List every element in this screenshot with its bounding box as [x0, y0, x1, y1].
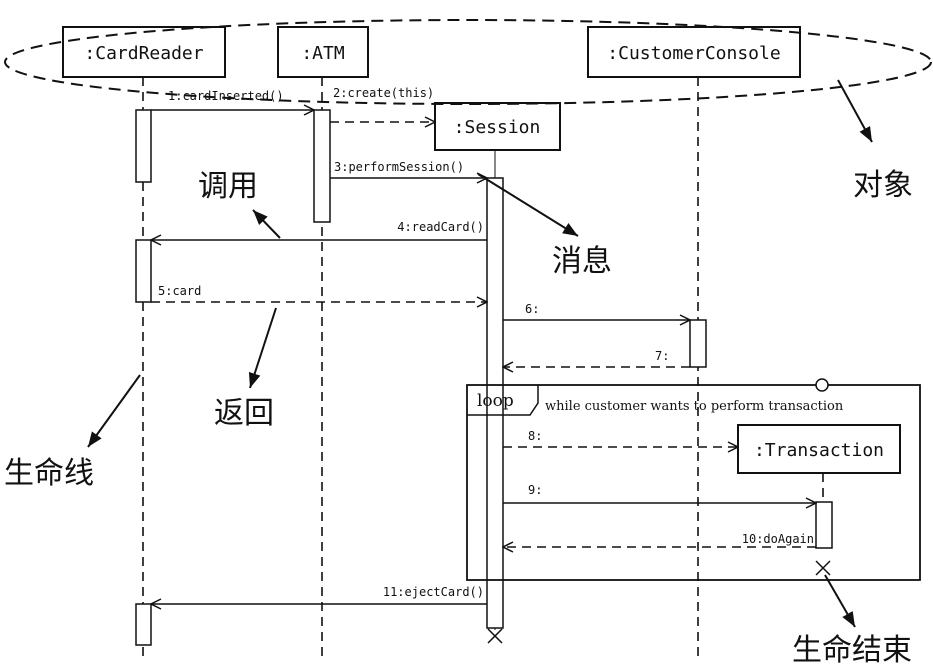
message-8-label: 8:: [528, 429, 542, 443]
activation-cardreader-3: [135, 603, 152, 646]
objects-highlight-ellipse: [4, 19, 932, 105]
object-pointer-arrow: [837, 79, 873, 143]
message-3-label: 3:performSession(): [334, 160, 464, 174]
object-session[interactable]: :Session: [434, 102, 561, 151]
annotation-object: 对象: [853, 168, 913, 203]
message-10-label: 10:doAgain: [742, 532, 814, 546]
object-cardreader[interactable]: :CardReader: [62, 26, 226, 78]
message-11-label: 11:ejectCard(): [383, 585, 484, 599]
activation-atm: [313, 109, 331, 223]
object-label: :Session: [454, 117, 541, 138]
object-label: :Transaction: [754, 440, 884, 461]
destroy-session-icon: [487, 628, 503, 644]
annotation-call: 调用: [198, 169, 258, 204]
call-pointer-arrow: [252, 209, 281, 239]
lifeline-pointer-arrow: [87, 374, 141, 448]
message-1-label: 1:cardInserted(): [168, 89, 284, 103]
activation-session: [486, 177, 504, 629]
loop-operator: loop: [477, 391, 514, 411]
end-of-life-pointer-arrow: [824, 574, 856, 628]
message-9-label: 9:: [528, 483, 542, 497]
object-atm[interactable]: :ATM: [277, 26, 369, 78]
object-label: :CardReader: [84, 43, 203, 64]
loop-guard: while customer wants to perform transact…: [545, 399, 844, 414]
message-4-label: 4:readCard(): [397, 220, 484, 234]
message-6-label: 6:: [525, 302, 539, 316]
loop-frame: loop while customer wants to perform tra…: [466, 378, 921, 581]
object-label: :ATM: [301, 43, 345, 64]
activation-cardreader-2: [135, 239, 152, 303]
annotation-return: 返回: [214, 396, 274, 431]
message-5-label: 5:card: [158, 284, 201, 298]
object-transaction[interactable]: :Transaction: [737, 424, 901, 474]
message-pointer-arrow: [477, 173, 579, 237]
activation-transaction: [815, 501, 833, 549]
annotation-message: 消息: [552, 244, 612, 279]
destroy-transaction-icon: [815, 560, 831, 576]
return-pointer-arrow: [248, 307, 277, 389]
activation-cardreader-1: [135, 109, 152, 183]
object-customerconsole[interactable]: :CustomerConsole: [587, 26, 801, 78]
message-2-label: 2:create(this): [333, 86, 434, 100]
activation-customerconsole: [689, 319, 707, 368]
loop-tab: [467, 385, 539, 416]
object-label: :CustomerConsole: [607, 43, 780, 64]
annotation-lifeline: 生命线: [4, 456, 94, 491]
frame-handle-icon: [815, 378, 829, 392]
annotation-end-of-life: 生命结束: [792, 633, 912, 668]
message-7-label: 7:: [655, 349, 669, 363]
